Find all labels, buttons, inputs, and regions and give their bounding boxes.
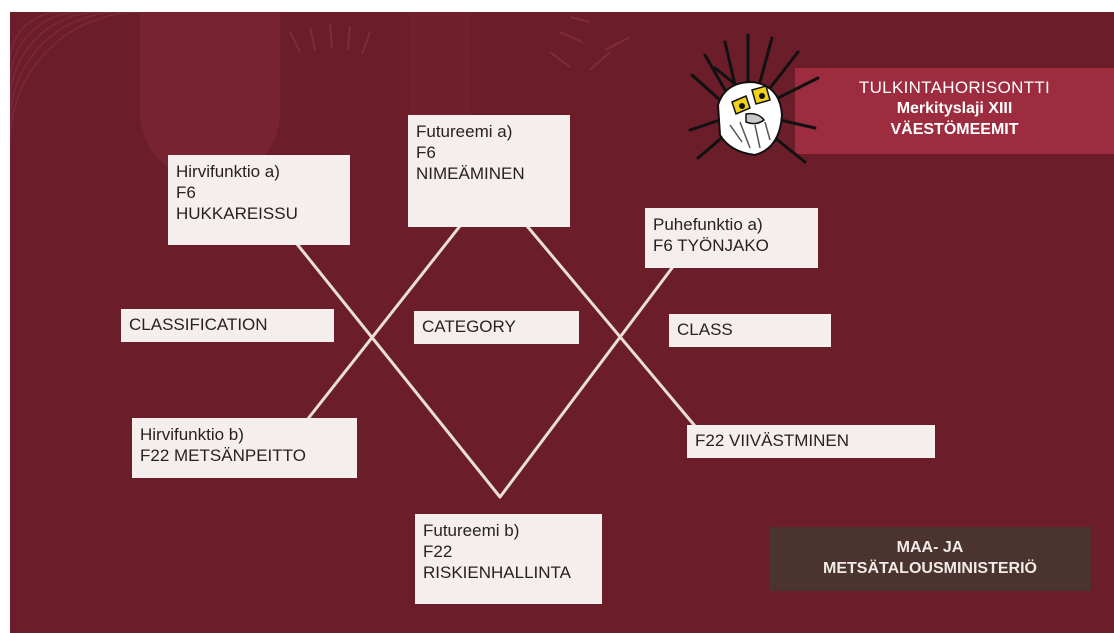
header-line2: Merkityslaji XIII [896,100,1013,117]
node-hirvifunktio-b-line2: F22 METSÄNPEITTO [140,446,306,465]
label-category-text: CATEGORY [422,317,516,336]
label-class: CLASS [669,314,831,347]
node-futureemi-a-line3: NIMEÄMINEN [416,164,525,183]
node-futureemi-b-line1: Futureemi b) [423,521,520,540]
connector-futureemi-a-to-hirvi-b [305,224,462,422]
node-hirvifunktio-a-line2: F6 [176,183,196,202]
node-futureemi-a: Futureemi a) F6 NIMEÄMINEN [408,115,570,227]
label-classification-text: CLASSIFICATION [129,315,268,334]
node-futureemi-a-line2: F6 [416,143,436,162]
node-futureemi-b-line3: RISKIENHALLINTA [423,563,572,582]
node-hirvifunktio-a: Hirvifunktio a) F6 HUKKAREISSU [168,155,350,245]
node-puhefunktio-a-line1: Puhefunktio a) [653,215,763,234]
node-hirvifunktio-b-line1: Hirvifunktio b) [140,425,244,444]
node-puhefunktio-b-line1: F22 VIIVÄSTMINEN [695,431,849,450]
node-hirvifunktio-a-line3: HUKKAREISSU [176,204,298,223]
label-class-text: CLASS [677,320,733,339]
node-hirvifunktio-b: Hirvifunktio b) F22 METSÄNPEITTO [132,418,357,478]
connector-futureemi-a-to-puhe-b [525,224,702,434]
connector-hirvi-a-to-futureemi-b [295,242,502,499]
header-banner: TULKINTAHORISONTTI Merkityslaji XIII VÄE… [795,68,1114,154]
label-classification: CLASSIFICATION [121,309,334,342]
node-hirvifunktio-a-line1: Hirvifunktio a) [176,162,280,181]
connector-lines [295,224,702,499]
ministry-badge: MAA- JA METSÄTALOUSMINISTERIÖ [769,527,1091,591]
connector-puhe-a-to-futureemi-b [498,262,677,499]
header-line3: VÄESTÖMEEMIT [890,121,1019,138]
node-futureemi-b: Futureemi b) F22 RISKIENHALLINTA [415,514,602,604]
ministry-line1: MAA- JA [896,539,964,556]
ministry-line2: METSÄTALOUSMINISTERIÖ [823,560,1037,577]
label-category: CATEGORY [414,311,579,344]
header-line1: TULKINTAHORISONTTI [858,78,1051,97]
node-puhefunktio-a: Puhefunktio a) F6 TYÖNJAKO [645,208,818,268]
slide-canvas: Hirvifunktio a) F6 HUKKAREISSU Futureemi… [10,12,1114,633]
wild-haired-character-icon [688,33,820,164]
node-futureemi-b-line2: F22 [423,542,453,561]
background-decoration [10,12,631,182]
node-futureemi-a-line1: Futureemi a) [416,122,513,141]
node-puhefunktio-b: F22 VIIVÄSTMINEN [687,425,935,458]
node-puhefunktio-a-line2: F6 TYÖNJAKO [653,236,769,255]
